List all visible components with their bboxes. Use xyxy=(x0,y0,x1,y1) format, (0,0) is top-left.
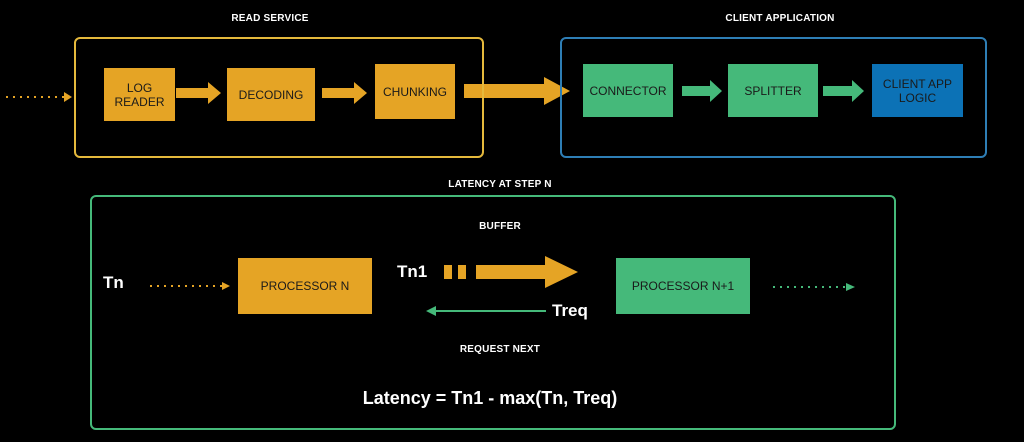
log-reader-node: LOG READER xyxy=(104,68,175,121)
incoming-arrowhead xyxy=(64,92,72,102)
connector-node: CONNECTOR xyxy=(583,64,673,117)
buffer-arrow xyxy=(476,256,578,288)
decoding-node: DECODING xyxy=(227,68,315,121)
client-app-logic-node: CLIENT APP LOGIC xyxy=(872,64,963,117)
tn-label: Tn xyxy=(103,273,124,292)
arrow-logreader-decoding xyxy=(176,82,221,104)
processor-n1-node: PROCESSOR N+1 xyxy=(616,258,750,314)
splitter-node: SPLITTER xyxy=(728,64,818,117)
request-next-label: REQUEST NEXT xyxy=(459,344,541,355)
tn-arrowhead xyxy=(222,282,230,290)
out-arrowhead xyxy=(846,283,855,291)
latency-formula: Latency = Tn1 - max(Tn, Treq) xyxy=(362,388,618,408)
read-service-title: READ SERVICE xyxy=(231,13,309,24)
chunking-node: CHUNKING xyxy=(375,64,455,119)
connector-label: CONNECTOR xyxy=(589,83,667,98)
buffer-label: BUFFER xyxy=(479,221,521,232)
request-next-arrowhead xyxy=(426,306,436,316)
arrow-splitter-logic xyxy=(823,80,864,102)
client-app-logic-label: CLIENT APP LOGIC xyxy=(882,76,953,105)
arrow-connector-splitter xyxy=(682,80,722,102)
processor-n-node: PROCESSOR N xyxy=(238,258,372,314)
buffer-block-1 xyxy=(444,265,452,279)
chunking-label: CHUNKING xyxy=(382,84,447,99)
latency-title: LATENCY AT STEP N xyxy=(448,179,552,190)
log-reader-label: LOG READER xyxy=(114,80,165,109)
buffer-block-2 xyxy=(458,265,466,279)
arrow-decoding-chunking xyxy=(322,82,367,104)
treq-label: Treq xyxy=(552,301,588,320)
decoding-label: DECODING xyxy=(238,87,304,102)
client-application-frame xyxy=(560,37,987,158)
arrow-chunking-connector xyxy=(464,77,570,105)
processor-n-label: PROCESSOR N xyxy=(260,279,350,293)
latency-frame xyxy=(90,195,896,430)
read-service-frame xyxy=(74,37,484,158)
client-application-title: CLIENT APPLICATION xyxy=(725,13,835,24)
processor-n1-label: PROCESSOR N+1 xyxy=(631,279,735,293)
splitter-label: SPLITTER xyxy=(744,83,802,98)
tn1-label: Tn1 xyxy=(397,262,428,281)
